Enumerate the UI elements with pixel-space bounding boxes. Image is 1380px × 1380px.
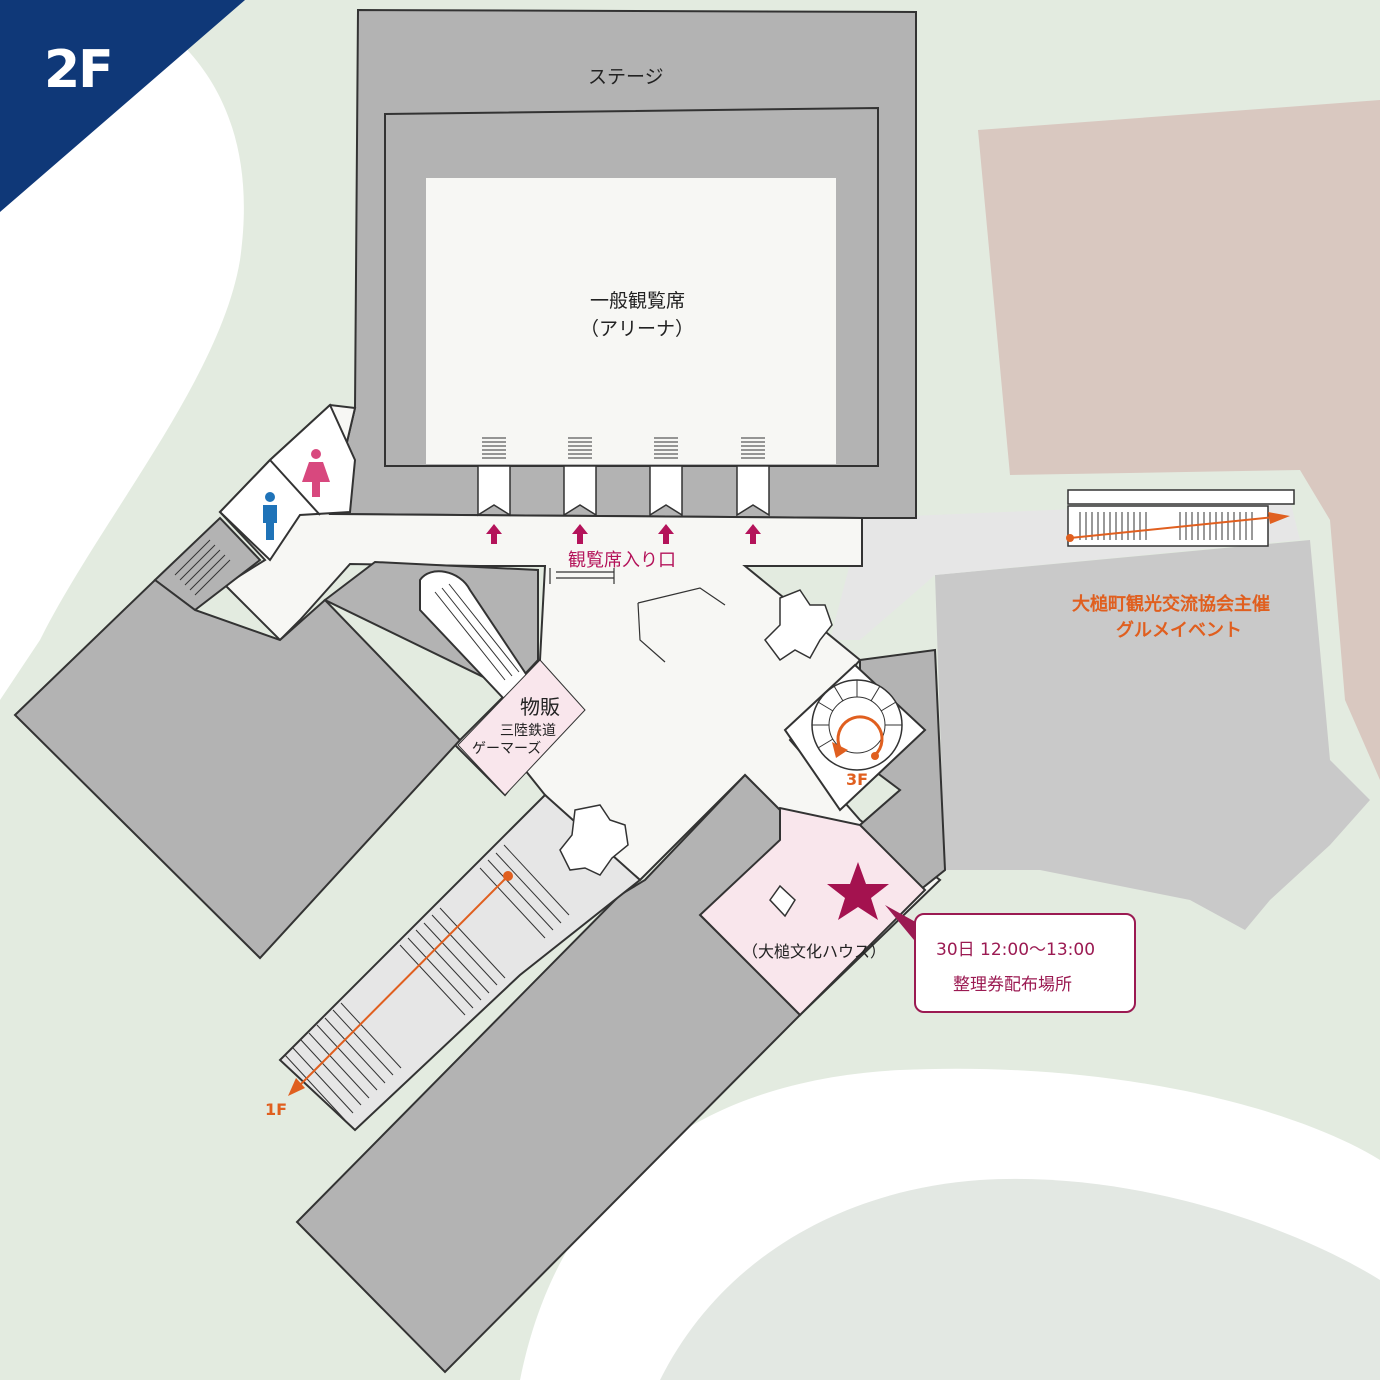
event-sublabel: グルメイベント	[1116, 620, 1242, 641]
partitions	[637, 587, 726, 663]
shop-label: 物販	[520, 695, 560, 719]
brown-area	[978, 100, 1380, 780]
ticket-callout	[914, 913, 1136, 1013]
road-top-left-curve	[0, 0, 244, 700]
callout-time: 30日 12:00〜13:00	[936, 940, 1096, 960]
event-label: 大槌町観光交流協会主催	[1072, 594, 1270, 615]
shop-area	[457, 659, 586, 796]
entrance-steps	[549, 568, 615, 584]
spiral-stairs-icon	[783, 663, 927, 812]
shop-vendor-1: 三陸鉄道	[500, 723, 556, 739]
stage-label: ステージ	[588, 66, 664, 88]
event-building	[935, 540, 1370, 930]
arena-sublabel: （アリーナ）	[580, 318, 695, 340]
restroom-block	[218, 403, 357, 562]
stair-treads	[284, 844, 570, 1121]
entry-arrow-icon	[486, 524, 761, 544]
field-bottom	[660, 1178, 1380, 1380]
arena-seating	[426, 178, 836, 464]
female-restroom-icon	[302, 449, 330, 497]
escalator-icon	[1066, 489, 1295, 547]
shop-vendor-2: ゲーマーズ	[472, 741, 542, 757]
floor-badge	[0, 0, 245, 212]
floor-label: 2F	[44, 40, 114, 100]
culture-house-label: （大槌文化ハウス）	[742, 942, 887, 961]
stairs-up-label: 3F	[846, 770, 869, 789]
bottom-building	[295, 773, 802, 1374]
left-building	[13, 578, 462, 960]
male-restroom-icon	[263, 492, 277, 540]
callout-text: 整理券配布場所	[953, 975, 1072, 995]
star-icon	[827, 862, 889, 920]
door-icon	[559, 589, 833, 918]
arena-label: 一般観覧席	[590, 290, 686, 312]
stairs-down-label: 1F	[265, 1100, 288, 1119]
seat-entrance-label: 観覧席入り口	[568, 550, 676, 571]
seat-entrances	[477, 465, 770, 517]
